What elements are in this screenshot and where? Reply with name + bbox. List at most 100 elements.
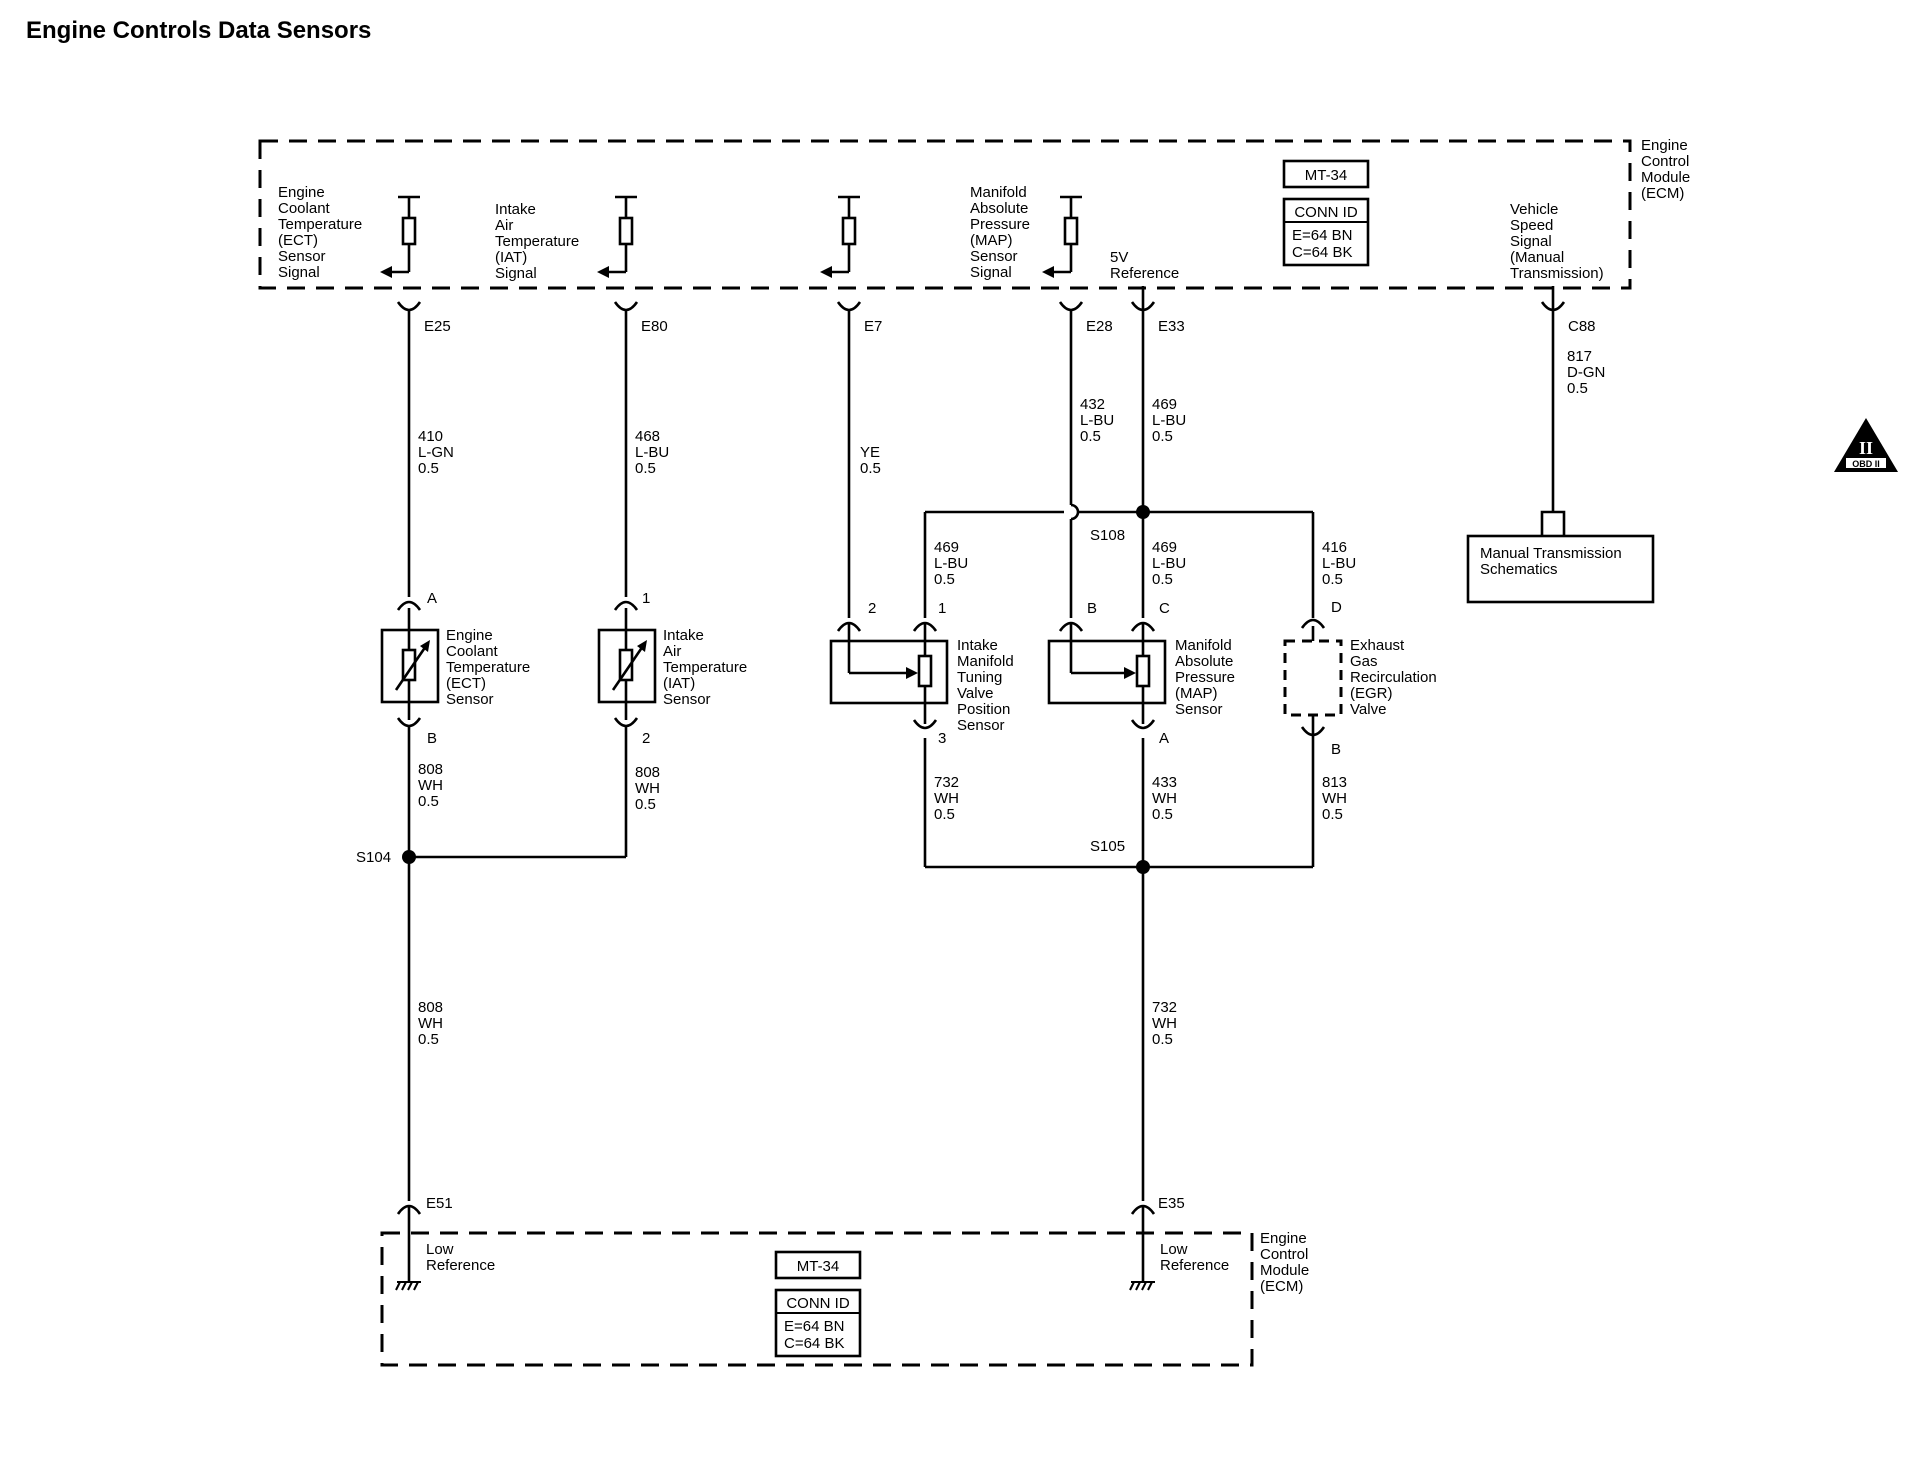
label-line: C=64 BK — [1292, 244, 1352, 261]
label-line: Manual Transmission — [1480, 545, 1622, 562]
label-line: (IAT) — [663, 675, 695, 692]
label-line: 808 — [635, 764, 660, 781]
label-line: Pressure — [970, 216, 1030, 233]
label-line: Temperature — [446, 659, 530, 676]
label-line: Temperature — [495, 233, 579, 250]
label-line: Engine — [1260, 1230, 1307, 1247]
label-line: Schematics — [1480, 561, 1558, 578]
label-line: E=64 BN — [1292, 227, 1352, 244]
obd-ii-text: OBD II — [1852, 459, 1880, 469]
label-line: Reference — [1160, 1257, 1229, 1274]
label-line: Low — [1160, 1241, 1188, 1258]
label-line: Intake — [663, 627, 704, 644]
label-line: Sensor — [957, 717, 1005, 734]
label-line: 0.5 — [1152, 571, 1173, 588]
label-line: 469 — [934, 539, 959, 556]
pin-e33: E33 — [1158, 318, 1185, 335]
pin-e35: E35 — [1158, 1195, 1185, 1212]
page-title: Engine Controls Data Sensors — [26, 17, 371, 44]
ecm-top-mt-label: MT-34 — [1305, 167, 1348, 184]
label-line: Intake — [495, 201, 536, 218]
label-line: Sensor — [446, 691, 494, 708]
label-line: Temperature — [663, 659, 747, 676]
map-pin-c: C — [1159, 600, 1170, 617]
label-line: WH — [635, 780, 660, 797]
label-line: Coolant — [278, 200, 331, 217]
label-line: WH — [1152, 1015, 1177, 1032]
label-line: (ECT) — [446, 675, 486, 692]
label-line: Pressure — [1175, 669, 1235, 686]
label-line: (EGR) — [1350, 685, 1393, 702]
label-line: 432 — [1080, 396, 1105, 413]
label-line: Control — [1641, 153, 1689, 170]
label-line: (ECT) — [278, 232, 318, 249]
ecm-bottom-mt-label: MT-34 — [797, 1258, 840, 1275]
label-line: Manifold — [970, 184, 1027, 201]
label-line: Exhaust — [1350, 637, 1405, 654]
label-line: WH — [934, 790, 959, 807]
label-line: (MAP) — [1175, 685, 1218, 702]
tuning-pin-3: 3 — [938, 730, 946, 747]
pin-e7: E7 — [864, 318, 882, 335]
splice-s104-dot — [402, 850, 416, 864]
label-line: Control — [1260, 1246, 1308, 1263]
label-line: L-BU — [1080, 412, 1114, 429]
label-line: 416 — [1322, 539, 1347, 556]
label-line: Module — [1641, 169, 1690, 186]
label-line: Transmission) — [1510, 265, 1604, 282]
ecm-bottom-connectors: E51 E35 — [396, 1195, 1185, 1215]
obd-ii-badge: II OBD II — [1834, 418, 1898, 472]
pin-e25: E25 — [424, 318, 451, 335]
label-line: Tuning — [957, 669, 1002, 686]
label-line: Sensor — [970, 248, 1018, 265]
label-line: Module — [1260, 1262, 1309, 1279]
ecm-bottom-mt-label-box: MT-34 — [774, 1250, 862, 1280]
label-line: L-BU — [1152, 555, 1186, 572]
label-line: 0.5 — [635, 796, 656, 813]
label-line: Sensor — [278, 248, 326, 265]
label-line: Manifold — [957, 653, 1014, 670]
label-line: Intake — [957, 637, 998, 654]
splice-s105-dot — [1136, 860, 1150, 874]
label-line: 808 — [418, 999, 443, 1016]
label-line: Signal — [970, 264, 1012, 281]
ecm-bottom-conn-id-label: CONN ID — [786, 1295, 850, 1312]
label-line: WH — [1322, 790, 1347, 807]
iat-pin-1: 1 — [642, 590, 650, 607]
iat-pin-2: 2 — [642, 730, 650, 747]
ecm-top-mt-label-box: MT-34 — [1282, 159, 1370, 189]
label-line: WH — [418, 777, 443, 794]
label-line: 0.5 — [635, 460, 656, 477]
label-line: 0.5 — [1152, 806, 1173, 823]
label-line: 732 — [1152, 999, 1177, 1016]
label-line: Engine — [1641, 137, 1688, 154]
ecm-top-conn-id-label: CONN ID — [1294, 204, 1358, 221]
ect-pin-b: B — [427, 730, 437, 747]
label-line: Air — [663, 643, 681, 660]
label-line: Speed — [1510, 217, 1553, 234]
label-line: Low — [426, 1241, 454, 1258]
pin-c88: C88 — [1568, 318, 1596, 335]
label-line: 0.5 — [1152, 1031, 1173, 1048]
